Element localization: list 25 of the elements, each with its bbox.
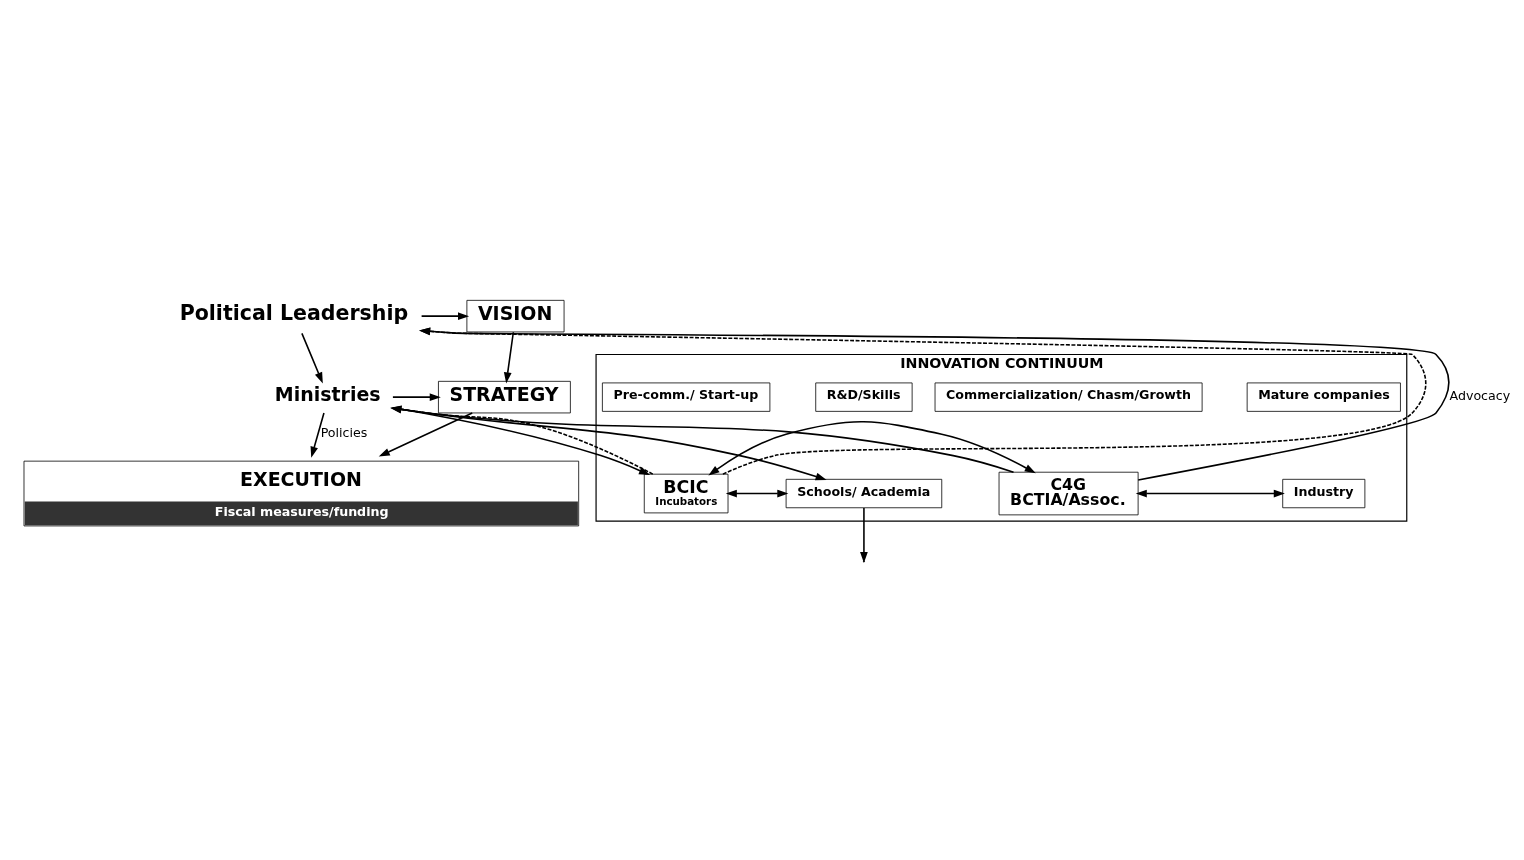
node-box: BCIC Incubators (643, 473, 729, 513)
arrow (378, 411, 474, 457)
node-box: Pre-comm./ Start-up (602, 382, 771, 412)
node-box: Schools/ Academia (785, 478, 943, 508)
arrow (310, 411, 325, 458)
node-box: Mature companies (1246, 382, 1401, 412)
node-box: Commercialization/ Chasm/Growth (934, 382, 1203, 412)
arrow (392, 392, 441, 401)
arrow (420, 311, 470, 320)
edge-label: Advocacy (1449, 387, 1511, 403)
arrow (391, 406, 827, 480)
node-box: VISION (466, 299, 565, 332)
arrow (1135, 489, 1285, 497)
arrow (503, 330, 515, 383)
arrow (725, 489, 789, 497)
node-text: Political Leadership (179, 300, 409, 325)
arrow (390, 405, 1015, 473)
node-box: R&D/Skills (815, 382, 913, 412)
node-text: Ministries (274, 382, 381, 405)
edge-label: Policies (320, 424, 368, 440)
node-box: C4G BCTIA/Assoc. (998, 471, 1139, 515)
arrow (708, 420, 1036, 476)
arrow (301, 332, 323, 383)
node-box: Industry (1282, 478, 1366, 508)
node-box: STRATEGY (438, 380, 571, 413)
